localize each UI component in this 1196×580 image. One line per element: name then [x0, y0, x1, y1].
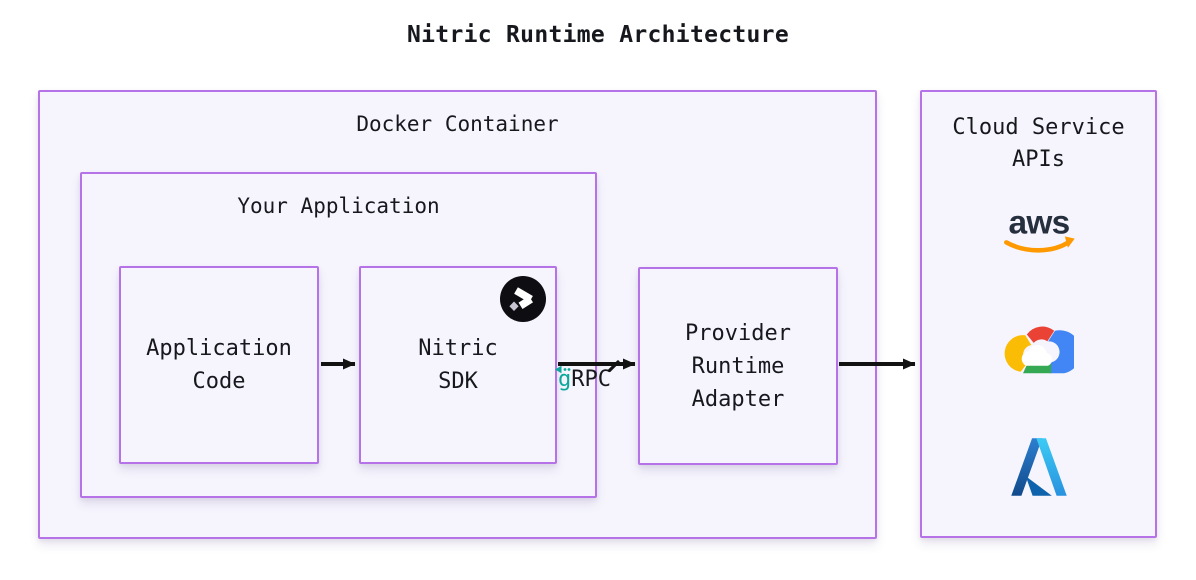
google-cloud-logo-icon	[1004, 326, 1074, 374]
nitric-sdk-box: Nitric SDK	[359, 266, 557, 464]
grpc-g-text: g	[558, 367, 572, 392]
cloud-service-apis-box: Cloud Service APIs aws	[920, 90, 1157, 538]
application-code-label: Application Code	[146, 336, 292, 394]
provider-runtime-adapter-label: Provider Runtime Adapter	[685, 320, 791, 412]
application-code-box: Application Code	[119, 266, 319, 464]
docker-container-label: Docker Container	[356, 112, 559, 136]
nitric-logo-icon	[500, 276, 546, 322]
diagram-title: Nitric Runtime Architecture	[407, 22, 789, 48]
your-application-label: Your Application	[237, 194, 440, 218]
provider-runtime-adapter-box: Provider Runtime Adapter	[638, 267, 838, 465]
svg-text:aws: aws	[1008, 204, 1069, 241]
azure-logo-icon	[1010, 438, 1067, 496]
grpc-arrow-icon	[555, 365, 571, 374]
nitric-sdk-label: Nitric SDK	[418, 336, 498, 394]
cloud-service-apis-label: Cloud Service APIs	[952, 115, 1125, 172]
aws-logo-icon: aws	[1003, 204, 1075, 253]
grpc-label: gRPC	[555, 360, 620, 392]
grpc-tick-icon	[608, 360, 620, 372]
grpc-rpc-text: RPC	[571, 367, 611, 392]
